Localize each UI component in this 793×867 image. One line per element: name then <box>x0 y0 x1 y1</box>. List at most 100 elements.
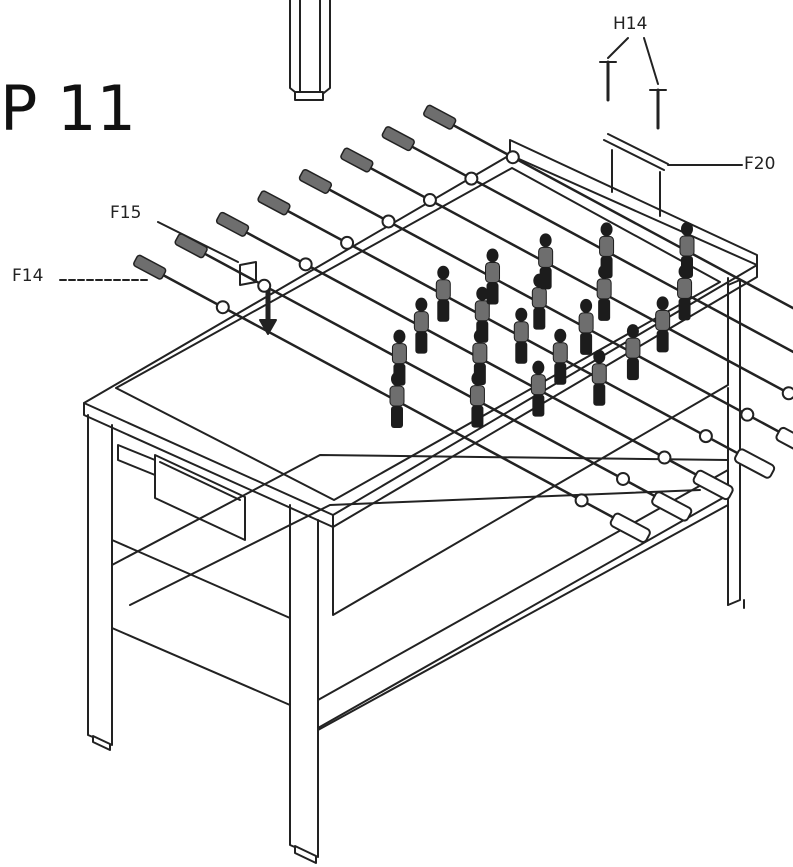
player-head <box>393 329 406 344</box>
rod-grip-1 <box>133 254 167 280</box>
player-body <box>469 385 485 407</box>
player-body <box>389 385 405 407</box>
player-head <box>539 233 552 248</box>
rod-bumper <box>422 193 437 208</box>
legs <box>87 414 745 864</box>
lower-frame <box>111 454 729 731</box>
side-panel-right <box>332 277 741 616</box>
rod-grip-5 <box>298 168 333 194</box>
player-body <box>538 246 554 268</box>
player-legs <box>393 363 406 386</box>
player-head <box>554 328 567 343</box>
player-body <box>530 374 546 396</box>
player-legs <box>486 282 499 305</box>
player-body <box>472 342 488 364</box>
player-legs <box>539 267 552 290</box>
player-legs <box>656 330 669 353</box>
rod-bumper <box>257 278 272 293</box>
player-head <box>532 360 545 375</box>
player-body <box>596 278 612 300</box>
rod-bumper <box>574 493 589 508</box>
rod-7 <box>397 138 793 354</box>
player-legs <box>415 331 428 354</box>
player-legs <box>476 320 489 343</box>
player-body <box>679 235 695 257</box>
label-h14-screws: H14 <box>613 14 648 34</box>
rod-bumper <box>215 300 230 315</box>
player-legs <box>678 298 691 321</box>
player-legs <box>437 299 450 322</box>
player-legs <box>681 256 693 278</box>
player-head <box>626 324 639 339</box>
label-f15-rod-clip: F15 <box>110 203 142 223</box>
player-legs <box>515 341 528 364</box>
player-body <box>391 343 407 365</box>
label-f14-rod-handle: F14 <box>12 266 44 286</box>
rod-2 <box>190 245 687 514</box>
rod-grip-6 <box>340 147 374 173</box>
player-body <box>485 261 501 283</box>
rod-grip-4 <box>257 190 291 216</box>
rod-bumper <box>464 171 479 186</box>
player-head <box>580 298 593 313</box>
player-body <box>591 363 607 385</box>
player-body <box>474 300 490 322</box>
player-head <box>515 307 528 322</box>
player-body <box>578 312 594 334</box>
goal-box <box>117 444 246 541</box>
player-body <box>435 279 451 301</box>
player-body <box>413 311 429 333</box>
rod-bumper <box>298 257 313 272</box>
player-legs <box>554 362 567 385</box>
rod-bumper <box>740 407 755 422</box>
player-legs <box>593 383 606 406</box>
rod-grip-8 <box>423 104 457 130</box>
h14-screws <box>599 37 667 130</box>
rod-handle-1 <box>609 512 651 543</box>
step-title: P 11 <box>0 72 136 145</box>
rod-handle-4 <box>734 448 776 479</box>
player-head <box>593 349 606 364</box>
player-body <box>513 321 529 343</box>
rod-grip-2 <box>174 233 208 259</box>
rod-bumper <box>340 235 355 250</box>
rod-bumper <box>657 450 672 465</box>
player-body <box>531 287 547 309</box>
label-f20-handle-bracket: F20 <box>744 154 776 174</box>
rod-bumper <box>698 429 713 444</box>
player-body <box>677 277 693 299</box>
player-legs <box>598 298 611 321</box>
rod-5 <box>315 181 793 441</box>
detached-leg <box>289 0 331 101</box>
player-body <box>655 309 671 331</box>
player-legs <box>473 363 486 386</box>
player-head <box>415 297 428 312</box>
player-legs <box>471 405 484 428</box>
player-body <box>625 337 641 359</box>
player-body <box>599 235 615 257</box>
player-rods <box>133 104 793 543</box>
player-head <box>437 265 450 280</box>
player-legs <box>532 394 545 417</box>
player-legs <box>580 332 593 355</box>
player-head <box>476 286 489 301</box>
player-head <box>486 248 499 263</box>
player-legs <box>600 256 613 279</box>
rod-bumper <box>505 150 520 165</box>
player-legs <box>391 406 403 428</box>
f20-bracket <box>603 133 743 217</box>
rod-bumper <box>616 471 631 486</box>
player-head <box>681 222 693 236</box>
rod-handle-2 <box>651 491 693 522</box>
player-head <box>600 222 613 237</box>
rod-handle-3 <box>692 469 734 501</box>
rod-bumper <box>781 386 793 401</box>
player-head <box>656 296 669 311</box>
rod-grip-3 <box>215 211 250 237</box>
player-body <box>552 342 568 364</box>
player-legs <box>533 307 546 330</box>
rod-bumper <box>381 214 396 229</box>
player-legs <box>626 358 639 381</box>
